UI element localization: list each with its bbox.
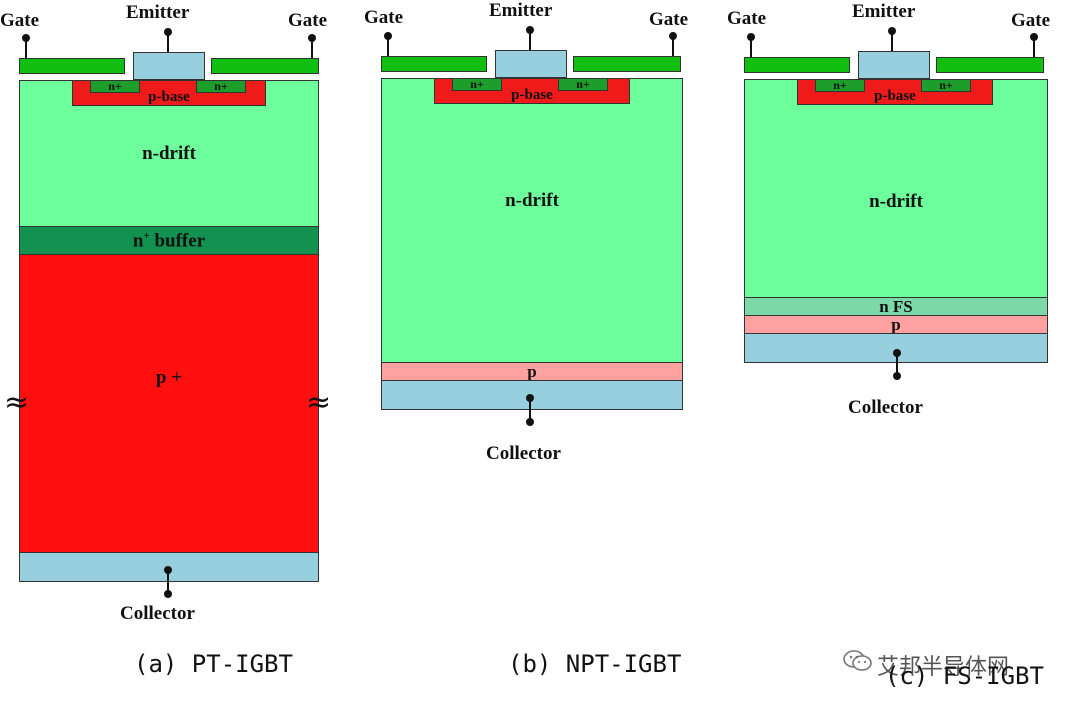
n-drift-label: n-drift — [142, 143, 196, 164]
emitter-node — [526, 26, 534, 34]
emitter-electrode — [133, 52, 205, 80]
gate-node-left — [22, 34, 30, 42]
emitter-wire — [167, 30, 169, 60]
emitter-label: Emitter — [489, 0, 553, 21]
p-label: p — [891, 315, 901, 334]
p-plus-substrate: p + — [19, 254, 319, 554]
emitter-label: Emitter — [852, 1, 916, 22]
gate-label-right: Gate — [649, 9, 689, 30]
fs-igbt-panel: Gate Emitter Gate n-drift p-base n+ n+ n… — [725, 0, 1080, 712]
gate-label-left: Gate — [727, 8, 767, 29]
gate-node-left — [384, 32, 392, 40]
caption-pt: (a) PT-IGBT — [134, 650, 293, 678]
fs-label: n FS — [879, 297, 913, 316]
watermark-text: 艾邦半导体网 — [877, 655, 1010, 680]
emitter-electrode — [858, 51, 930, 79]
n-plus-right: n+ — [196, 79, 246, 93]
buffer-label: n+ buffer — [132, 229, 206, 252]
n-plus-right-label: n+ — [939, 78, 953, 92]
n-plus-buffer: n+ buffer — [19, 226, 319, 256]
gate-node-left — [747, 33, 755, 41]
collector-node — [164, 590, 172, 598]
n-plus-left: n+ — [815, 78, 865, 92]
collector-label: Collector — [848, 397, 923, 418]
n-plus-right-label: n+ — [576, 77, 590, 91]
n-plus-right: n+ — [558, 77, 608, 91]
p-label: p — [527, 362, 537, 381]
n-drift-label: n-drift — [505, 190, 559, 211]
gate-label-left: Gate — [0, 10, 40, 31]
n-plus-left-label: n+ — [833, 78, 847, 92]
gate-label-left: Gate — [364, 7, 404, 28]
collector-label: Collector — [486, 443, 561, 464]
n-field-stop-layer: n FS — [744, 297, 1048, 317]
n-drift-region: n-drift — [744, 79, 1048, 299]
gate-wire-right — [672, 36, 674, 62]
gate-node-right — [1030, 33, 1038, 41]
n-plus-left-label: n+ — [470, 77, 484, 91]
p-base-label: p-base — [511, 87, 553, 103]
gate-wire-right — [1033, 37, 1035, 64]
gate-wire-left — [387, 36, 389, 62]
gate-label-right: Gate — [1011, 10, 1051, 31]
caption-npt: (b) NPT-IGBT — [508, 650, 682, 678]
gate-wire-left — [25, 38, 27, 66]
p-base-label: p-base — [874, 88, 916, 104]
pt-igbt-panel: Gate Emitter Gate n-drift p-base n+ n+ n… — [0, 0, 360, 712]
n-plus-right-label: n+ — [214, 79, 228, 93]
gate-electrode-left — [381, 56, 487, 72]
npt-igbt-panel: Gate Emitter Gate n-drift p-base n+ n+ p… — [362, 0, 722, 712]
n-plus-left: n+ — [90, 79, 140, 93]
emitter-wire — [529, 29, 531, 59]
gate-wire-right — [311, 38, 313, 66]
emitter-label: Emitter — [126, 2, 190, 23]
gate-electrode-left — [19, 58, 125, 74]
wechat-icon — [843, 649, 873, 673]
break-mark-right: ≈ — [306, 385, 332, 420]
break-mark-left: ≈ — [4, 385, 30, 420]
collector-label: Collector — [120, 603, 195, 624]
gate-wire-left — [750, 37, 752, 64]
caption-fs: (c) FS-IGBT — [885, 662, 1044, 690]
gate-node-right — [308, 34, 316, 42]
p-plus-label: p + — [155, 367, 183, 388]
emitter-node — [164, 28, 172, 36]
emitter-node — [888, 27, 896, 35]
p-base-label: p-base — [148, 89, 190, 105]
gate-electrode-right — [211, 58, 319, 74]
collector-node — [893, 372, 901, 380]
collector-wire — [167, 570, 169, 594]
gate-label-right: Gate — [288, 10, 328, 31]
collector-wire — [896, 352, 898, 376]
n-plus-right: n+ — [921, 78, 971, 92]
p-collector-layer: p — [744, 315, 1048, 335]
collector-node — [526, 418, 534, 426]
n-plus-left: n+ — [452, 77, 502, 91]
gate-electrode-right — [936, 57, 1044, 73]
gate-electrode-right — [573, 56, 681, 72]
n-plus-left-label: n+ — [108, 79, 122, 93]
p-collector-layer: p — [381, 362, 683, 382]
emitter-wire — [891, 30, 893, 60]
emitter-electrode — [495, 50, 567, 78]
n-drift-label: n-drift — [869, 191, 923, 212]
n-drift-region: n-drift — [381, 78, 683, 364]
gate-electrode-left — [744, 57, 850, 73]
gate-node-right — [669, 32, 677, 40]
collector-wire — [529, 398, 531, 422]
